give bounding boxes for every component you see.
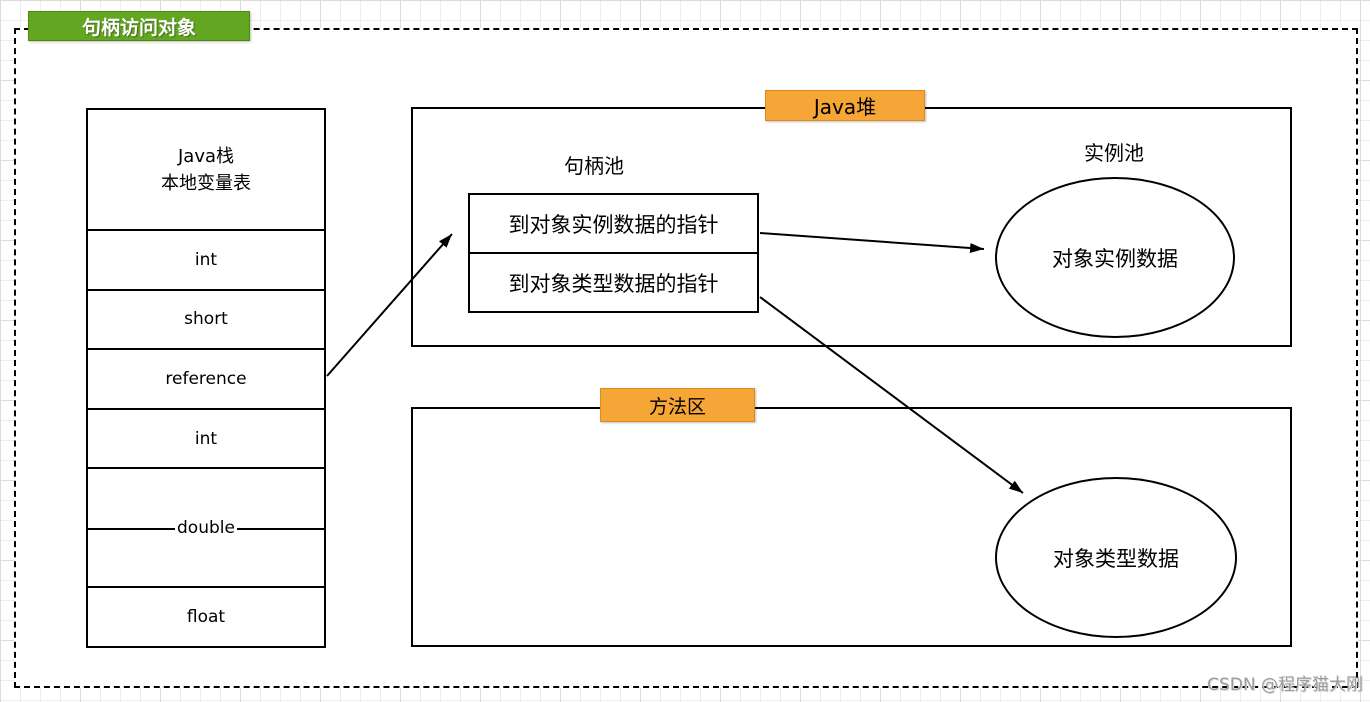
- stack-row-double: double: [88, 467, 324, 586]
- handle-pool-box: 到对象实例数据的指针 到对象类型数据的指针: [468, 193, 759, 313]
- stack-row-reference: reference: [88, 348, 324, 408]
- pointer-row-label: 到对象实例数据的指针: [508, 212, 719, 237]
- java-heap-label: Java堆: [813, 95, 877, 119]
- method-area-label: 方法区: [648, 395, 706, 418]
- method-area-badge: 方法区: [600, 388, 755, 422]
- instance-pool-title: 实例池: [1084, 141, 1144, 165]
- stack-row-short: short: [88, 288, 324, 349]
- stack-row-label: reference: [165, 369, 247, 389]
- object-instance-data-label: 对象实例数据: [1052, 246, 1178, 271]
- stack-row-label: float: [186, 607, 226, 628]
- java-heap-badge: Java堆: [765, 90, 925, 121]
- diagram-title: 句柄访问对象: [81, 16, 196, 39]
- handle-pool-title: 句柄池: [564, 154, 624, 178]
- pointer-row-label: 到对象类型数据的指针: [508, 271, 719, 296]
- csdn-watermark: CSDN @程序猫大刚: [1207, 675, 1363, 695]
- java-stack-header-line1: Java栈: [177, 145, 235, 167]
- java-stack-header: Java栈 本地变量表: [88, 110, 324, 229]
- pointer-to-type-data-row: 到对象类型数据的指针: [470, 252, 757, 311]
- stack-row-label: double: [175, 517, 237, 538]
- stack-row-int2: int: [88, 407, 324, 468]
- stack-row-float: float: [88, 586, 324, 646]
- object-type-data-label: 对象类型数据: [1053, 546, 1179, 571]
- stack-row-label: int: [194, 249, 218, 270]
- pointer-to-instance-data-row: 到对象实例数据的指针: [470, 195, 757, 252]
- diagram-title-badge: 句柄访问对象: [28, 11, 250, 41]
- stack-row-int1: int: [88, 229, 324, 289]
- object-instance-data-ellipse: 对象实例数据: [995, 177, 1235, 338]
- stack-row-label: int: [194, 428, 218, 449]
- object-type-data-ellipse: 对象类型数据: [995, 477, 1237, 638]
- java-stack-header-line2: 本地变量表: [161, 172, 251, 194]
- stack-row-label: short: [184, 309, 228, 330]
- java-stack-table: Java栈 本地变量表 int short reference int doub…: [86, 108, 326, 648]
